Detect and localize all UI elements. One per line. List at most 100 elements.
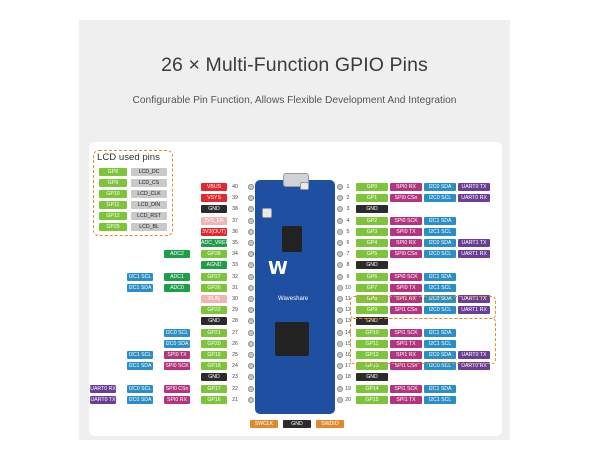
pin-label: GND [356, 205, 388, 214]
pin-number: 8 [346, 262, 350, 269]
swd-pin-label: GND [283, 420, 311, 428]
pin-number: 6 [346, 240, 350, 246]
lcd-function-label: LCD_BL [131, 223, 167, 231]
pin-label: I2C0 SDA [424, 351, 456, 359]
pin-label: GP2 [356, 216, 388, 225]
pin-hole-icon [248, 340, 254, 347]
pin-hole-icon [337, 329, 343, 336]
pin-label: SPI1 SCK [390, 328, 422, 337]
pin-label: I2C1 SDA [127, 362, 153, 371]
pin-label: ADC2 [164, 250, 190, 259]
pin-hole-icon [337, 318, 343, 325]
pin-label: GP20 [201, 339, 227, 348]
pin-label: I2C0 SCL [424, 194, 456, 203]
pin-label: UART0 TX [90, 395, 116, 404]
pin-label: SPI0 SCK [390, 216, 422, 225]
pin-label: 3V3_EN [201, 216, 227, 225]
pin-hole-icon [248, 195, 254, 202]
pin-label: GP28 [201, 250, 227, 259]
pin-label: GP15 [356, 395, 388, 404]
pin-hole-icon [248, 284, 254, 291]
pin-hole-icon [337, 307, 343, 314]
pin-hole-icon [337, 251, 343, 258]
pin-hole-icon [248, 396, 254, 403]
pin-label: I2C0 SDA [127, 395, 153, 404]
pin-number: 12 [345, 307, 351, 314]
lcd-pins-title: LCD used pins [97, 152, 160, 163]
pin-label: GP10 [356, 328, 388, 337]
pin-label: GP4 [356, 239, 388, 247]
pin-label: SPI1 SCK [390, 384, 422, 393]
pin-label: GND [356, 373, 388, 382]
pin-label: GP17 [201, 384, 227, 393]
pin-label: GP6 [356, 272, 388, 281]
pin-number: 33 [232, 262, 238, 269]
pin-label: I2C1 SCL [424, 227, 456, 236]
pin-hole-icon [248, 206, 254, 213]
boot-button [300, 182, 309, 190]
pin-number: 23 [232, 374, 238, 381]
pin-label: SPI0 TX [390, 283, 422, 292]
pin-hole-icon [248, 318, 254, 325]
pin-label: I2C1 SDA [424, 272, 456, 281]
pin-label: GP5 [356, 250, 388, 259]
pin-label: GP11 [356, 339, 388, 348]
pin-hole-icon [248, 363, 254, 370]
pin-label: SPI0 CSn [390, 250, 422, 259]
pin-number: 40 [232, 184, 238, 190]
pin-number: 27 [232, 329, 238, 336]
pin-number: 18 [345, 374, 351, 381]
pin-number: 26 [232, 340, 238, 347]
pin-label: SPI1 TX [390, 395, 422, 404]
pin-number: 2 [346, 195, 350, 202]
pin-label: I2C1 SCL [127, 351, 153, 359]
pin-label: GP14 [356, 384, 388, 393]
pin-label: UART1 TX [458, 295, 490, 303]
pin-number: 28 [232, 318, 238, 325]
pin-hole-icon [248, 251, 254, 258]
pin-label: I2C0 SCL [164, 328, 190, 337]
pin-label: SPI0 RX [390, 239, 422, 247]
pin-number: 29 [232, 307, 238, 314]
pin-label: I2C0 SCL [127, 384, 153, 393]
pin-label: GND [201, 205, 227, 214]
pin-label: GP3 [356, 227, 388, 236]
pin-number: 7 [346, 251, 350, 258]
pin-label: I2C1 SDA [424, 384, 456, 393]
pin-number: 35 [232, 240, 238, 246]
pin-hole-icon [248, 374, 254, 381]
pin-label: SPI1 RX [390, 351, 422, 359]
pin-hole-icon [337, 363, 343, 370]
pin-label: I2C0 SDA [424, 239, 456, 247]
pin-label: VBUS [201, 183, 227, 191]
pin-hole-icon [337, 396, 343, 403]
pin-label: ADC0 [164, 283, 190, 292]
lcd-function-label: LCD_DC [131, 168, 167, 176]
pin-label: SPI0 RX [164, 395, 190, 404]
pin-label: UART0 RX [458, 362, 490, 371]
swd-pin-label: SWCLK [250, 420, 278, 428]
pin-label: SPI0 RX [390, 183, 422, 191]
lcd-gpio-label: GP10 [99, 190, 127, 198]
pin-label: GP13 [356, 362, 388, 371]
pin-number: 21 [232, 396, 238, 403]
pin-label: SPI1 CSn [390, 362, 422, 371]
pin-number: 19 [345, 385, 351, 392]
lcd-function-label: LCD_CS [131, 179, 167, 187]
pin-label: I2C0 SDA [424, 295, 456, 303]
pin-hole-icon [248, 296, 254, 302]
pin-hole-icon [337, 206, 343, 213]
pin-number: 9 [346, 273, 350, 280]
pin-number: 36 [232, 228, 238, 235]
rp2040-chip [275, 322, 309, 356]
lcd-pins-box [93, 150, 173, 236]
pin-number: 4 [346, 217, 350, 224]
pin-label: I2C1 SDA [424, 216, 456, 225]
pin-label: UART0 RX [90, 384, 116, 393]
pin-number: 17 [345, 363, 351, 370]
pin-number: 39 [232, 195, 238, 202]
pin-label: UART1 RX [458, 306, 490, 315]
pin-hole-icon [248, 329, 254, 336]
pin-number: 24 [232, 363, 238, 370]
pin-label: I2C1 SCL [127, 272, 153, 281]
